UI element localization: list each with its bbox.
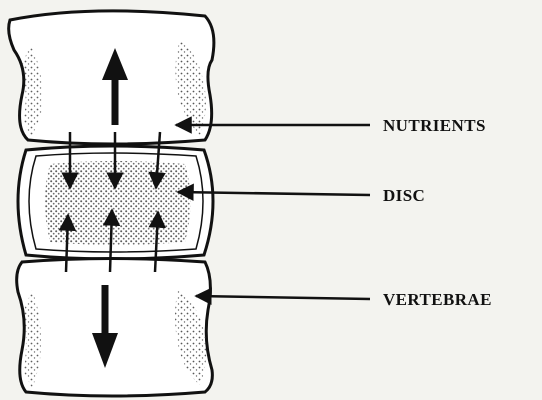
vertebrae-leader bbox=[196, 296, 370, 299]
nutrients-label: NUTRIENTS bbox=[383, 116, 486, 135]
disc-label: DISC bbox=[383, 186, 425, 205]
lower-vertebra bbox=[17, 259, 213, 397]
vertebrae-label: VERTEBRAE bbox=[383, 290, 492, 309]
